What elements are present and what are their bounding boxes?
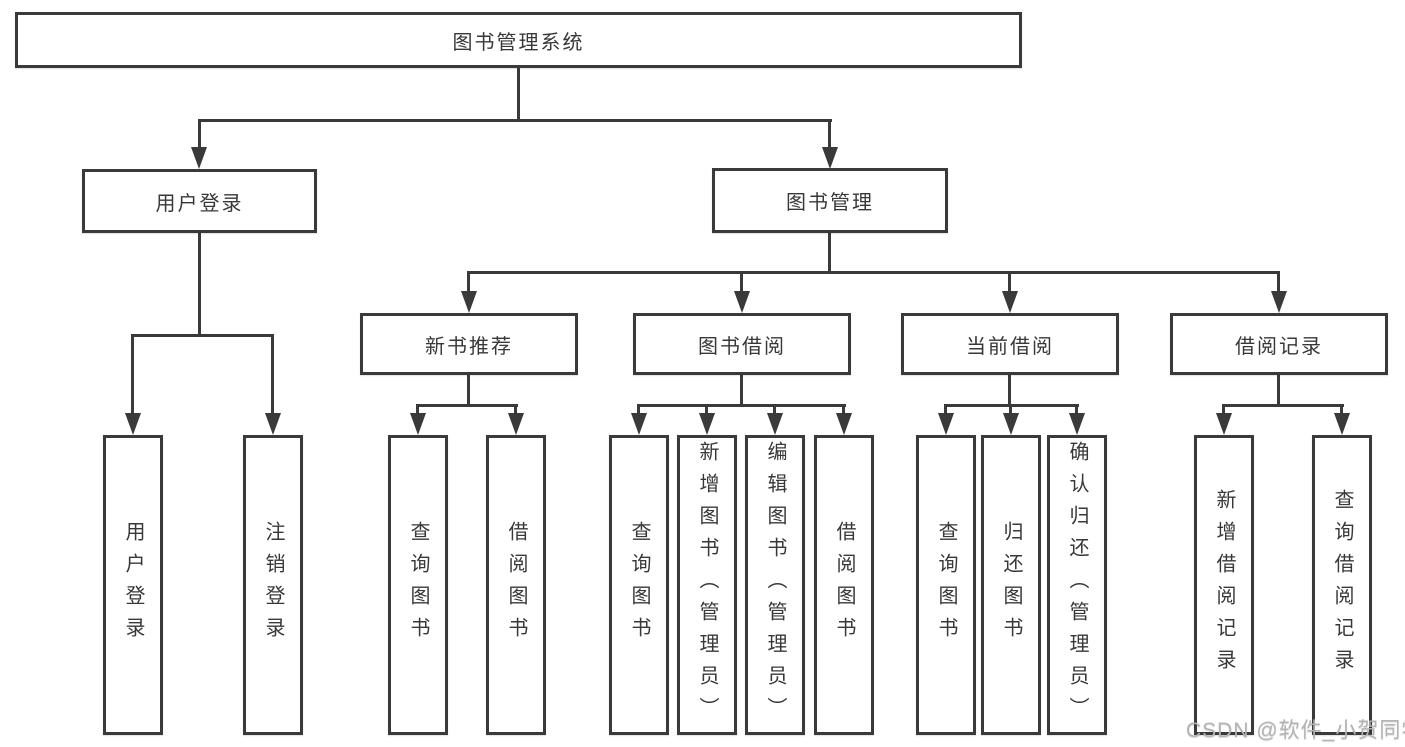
connector-line — [1008, 271, 1011, 293]
leaf-query-books-current-label: 查询图书 — [935, 521, 957, 649]
connector-line — [1340, 404, 1343, 415]
leaf-edit-books-admin-label: 编辑图书（管理员） — [764, 441, 786, 729]
node-book-management: 图书管理 — [712, 168, 948, 233]
arrow-down-icon — [265, 413, 281, 435]
leaf-query-books-current: 查询图书 — [916, 435, 976, 735]
watermark: CSDN @软件_小贺同学 — [1186, 719, 1405, 742]
arrow-down-icon — [938, 413, 954, 435]
connector-line — [131, 334, 274, 337]
connector-line — [1008, 375, 1011, 406]
arrow-down-icon — [699, 413, 715, 435]
node-root-label: 图书管理系统 — [452, 31, 585, 54]
arrow-down-icon — [631, 413, 647, 435]
arrow-down-icon — [461, 291, 477, 313]
leaf-borrow-books-recommend-label: 借阅图书 — [505, 521, 527, 649]
node-borrow-records-label: 借阅记录 — [1235, 335, 1323, 358]
node-new-book-recommend-label: 新书推荐 — [425, 335, 513, 358]
connector-line — [1009, 404, 1012, 415]
node-user-login-label: 用户登录 — [155, 192, 244, 215]
leaf-borrow-books: 借阅图书 — [814, 435, 874, 735]
node-book-borrow-label: 图书借阅 — [698, 335, 786, 358]
arrow-down-icon — [1271, 291, 1287, 313]
node-current-borrow-label: 当前借阅 — [966, 335, 1054, 358]
connector-line — [198, 119, 201, 151]
arrow-down-icon — [125, 413, 141, 435]
connector-line — [1075, 404, 1078, 415]
connector-line — [1222, 404, 1225, 415]
connector-line — [637, 404, 846, 407]
connector-line — [131, 334, 134, 415]
connector-line — [467, 375, 470, 406]
arrow-down-icon — [508, 413, 524, 435]
arrow-down-icon — [1003, 413, 1019, 435]
connector-line — [828, 233, 831, 274]
connector-line — [198, 119, 832, 122]
connector-line — [740, 271, 743, 293]
arrow-down-icon — [734, 291, 750, 313]
arrow-down-icon — [1216, 413, 1232, 435]
connector-line — [740, 375, 743, 406]
connector-line — [705, 404, 708, 415]
leaf-return-books: 归还图书 — [981, 435, 1041, 735]
node-current-borrow: 当前借阅 — [901, 313, 1119, 375]
arrow-down-icon — [410, 413, 426, 435]
leaf-confirm-return-admin: 确认归还（管理员） — [1047, 435, 1107, 735]
leaf-query-books-recommend-label: 查询图书 — [407, 521, 429, 649]
leaf-query-books-borrow: 查询图书 — [609, 435, 669, 735]
connector-line — [828, 119, 831, 151]
leaf-query-books-borrow-label: 查询图书 — [628, 521, 650, 649]
node-user-login: 用户登录 — [82, 169, 317, 233]
leaf-logout: 注销登录 — [243, 435, 303, 735]
leaf-add-books-admin: 新增图书（管理员） — [677, 435, 737, 735]
leaf-logout-label: 注销登录 — [262, 521, 284, 649]
leaf-query-books-recommend: 查询图书 — [388, 435, 448, 735]
connector-line — [842, 404, 845, 415]
connector-line — [773, 404, 776, 415]
arrow-down-icon — [767, 413, 783, 435]
leaf-user-login-label: 用户登录 — [122, 521, 144, 649]
connector-line — [1277, 271, 1280, 293]
node-new-book-recommend: 新书推荐 — [360, 313, 578, 375]
leaf-return-books-label: 归还图书 — [1000, 521, 1022, 649]
arrow-down-icon — [1069, 413, 1085, 435]
leaf-confirm-return-admin-label: 确认归还（管理员） — [1066, 441, 1088, 729]
connector-line — [517, 68, 520, 121]
leaf-query-borrow-record: 查询借阅记录 — [1312, 435, 1372, 735]
connector-line — [944, 404, 947, 415]
arrow-down-icon — [836, 413, 852, 435]
node-root: 图书管理系统 — [15, 12, 1022, 68]
connector-line — [1222, 404, 1344, 407]
leaf-borrow-books-label: 借阅图书 — [833, 521, 855, 649]
leaf-add-borrow-record: 新增借阅记录 — [1194, 435, 1254, 735]
connector-line — [416, 404, 518, 407]
connector-line — [637, 404, 640, 415]
leaf-borrow-books-recommend: 借阅图书 — [486, 435, 546, 735]
leaf-edit-books-admin: 编辑图书（管理员） — [745, 435, 805, 735]
arrow-down-icon — [1334, 413, 1350, 435]
leaf-add-books-admin-label: 新增图书（管理员） — [696, 441, 718, 729]
connector-line — [514, 404, 517, 415]
arrow-down-icon — [1002, 291, 1018, 313]
connector-line — [198, 233, 201, 336]
connector-line — [467, 271, 1280, 274]
connector-line — [1277, 375, 1280, 406]
node-book-borrow: 图书借阅 — [633, 313, 851, 375]
leaf-query-borrow-record-label: 查询借阅记录 — [1331, 489, 1353, 681]
leaf-user-login: 用户登录 — [103, 435, 163, 735]
leaf-add-borrow-record-label: 新增借阅记录 — [1213, 489, 1235, 681]
arrow-down-icon — [191, 147, 207, 169]
arrow-down-icon — [822, 147, 838, 169]
connector-line — [467, 271, 470, 293]
connector-line — [416, 404, 419, 415]
node-book-management-label: 图书管理 — [786, 192, 874, 214]
connector-line — [271, 334, 274, 415]
node-borrow-records: 借阅记录 — [1170, 313, 1388, 375]
